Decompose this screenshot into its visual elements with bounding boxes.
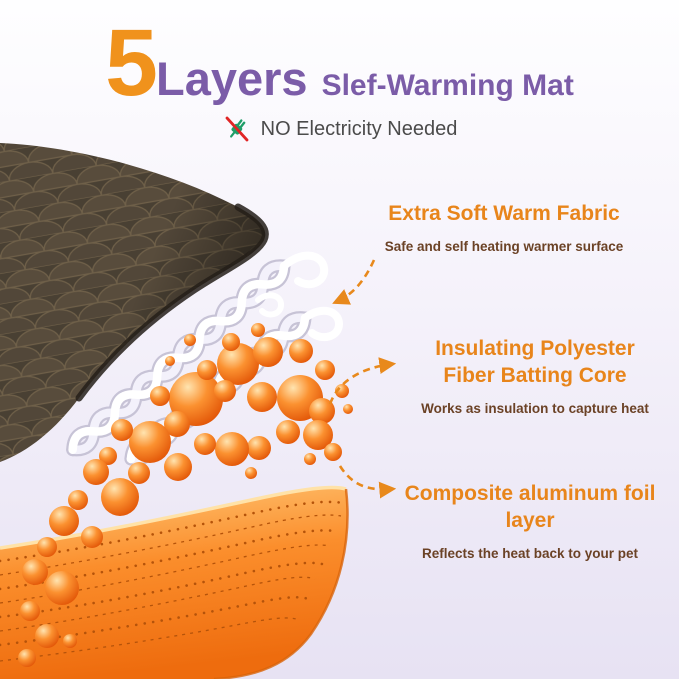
- annotation-subtext: Safe and self heating warmer surface: [384, 238, 624, 254]
- annotation-heading: Insulating Polyester Fiber Batting Core: [435, 337, 635, 387]
- annotation-extra-soft-fabric: Extra Soft Warm Fabric Safe and self hea…: [345, 201, 663, 254]
- title-rest: Slef-Warming Mat: [321, 69, 574, 102]
- annotation-subtext: Reflects the heat back to your pet: [421, 545, 639, 561]
- pointer-arrows: [328, 259, 397, 499]
- title-number: 5: [105, 10, 158, 116]
- batting-bubbles-layer: [18, 323, 353, 667]
- annotation-fiber-batting-core: Insulating Polyester Fiber Batting Core …: [408, 336, 662, 416]
- page-title: 5 Layers Slef-Warming Mat: [0, 16, 679, 111]
- title-layers: Layers: [156, 52, 308, 105]
- arrow-to-foil: [338, 465, 397, 499]
- arrow-to-fabric: [332, 259, 376, 305]
- subtitle-text: NO Electricity Needed: [260, 117, 458, 140]
- annotation-heading: Composite aluminum foil layer: [404, 482, 656, 532]
- quilted-fabric-layer: [0, 143, 269, 462]
- annotation-heading: Extra Soft Warm Fabric: [388, 202, 620, 225]
- no-electricity-note: NO Electricity Needed: [0, 114, 679, 144]
- annotation-aluminum-foil: Composite aluminum foil layer Reflects t…: [403, 481, 657, 561]
- no-electricity-icon: [225, 116, 249, 142]
- annotation-subtext: Works as insulation to capture heat: [421, 400, 649, 416]
- arrow-to-batting: [328, 357, 397, 405]
